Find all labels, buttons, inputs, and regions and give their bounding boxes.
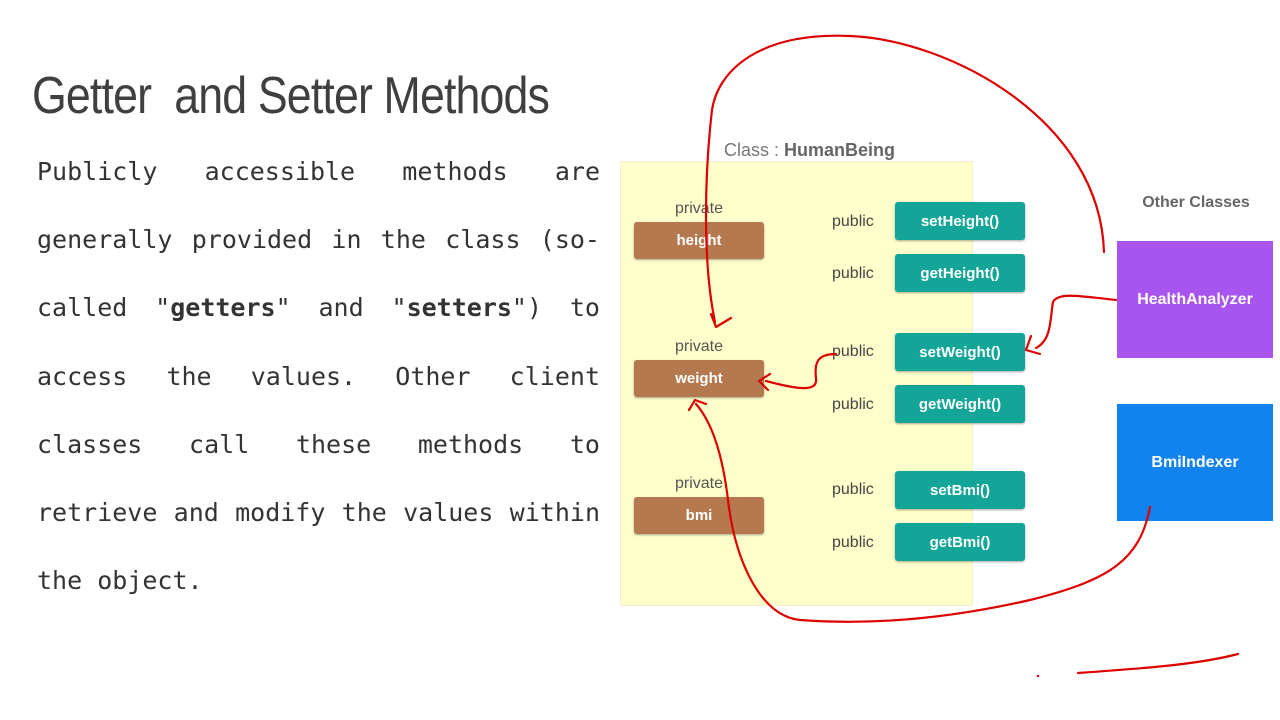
annotation-scribble-line xyxy=(1076,652,1240,675)
body-text-part-4: Other client classes call these methods … xyxy=(37,361,600,596)
method-setheight: setHeight() xyxy=(895,202,1025,240)
field-modifier-height: private xyxy=(674,200,724,217)
field-modifier-bmi: private xyxy=(674,475,724,492)
field-modifier-weight: private xyxy=(674,338,724,355)
class-name: HumanBeing xyxy=(784,140,896,160)
slide-title: Getter and Setter Methods xyxy=(32,67,550,125)
method-modifier-getbmi: public xyxy=(832,534,874,551)
method-getheight: getHeight() xyxy=(895,254,1025,292)
field-height: height xyxy=(634,222,764,259)
class-bmiindexer: BmiIndexer xyxy=(1117,404,1273,521)
getters-keyword: getters xyxy=(170,293,276,323)
other-classes-caption: Other Classes xyxy=(1142,194,1250,211)
class-caption-prefix: Class : xyxy=(724,140,785,160)
annotation-healthanalyzer-arrow xyxy=(1034,294,1118,350)
field-bmi: bmi xyxy=(634,497,764,534)
body-text-part-1: Publicly accessible methods are generall… xyxy=(37,157,600,323)
class-caption: Class : HumanBeing xyxy=(724,140,895,161)
method-modifier-getweight: public xyxy=(832,396,874,413)
annotation-dot xyxy=(1036,674,1040,678)
body-text: Publicly accessible methods are generall… xyxy=(37,138,600,615)
method-modifier-setheight: public xyxy=(832,213,874,230)
class-healthanalyzer: HealthAnalyzer xyxy=(1117,241,1273,358)
method-setbmi: setBmi() xyxy=(895,471,1025,509)
method-getbmi: getBmi() xyxy=(895,523,1025,561)
method-getweight: getWeight() xyxy=(895,385,1025,423)
field-weight: weight xyxy=(634,360,764,397)
method-modifier-setweight: public xyxy=(832,343,874,360)
setters-keyword: setters xyxy=(406,293,512,323)
body-text-part-2: " and " xyxy=(275,293,407,323)
method-setweight: setWeight() xyxy=(895,333,1025,371)
body-text-part-3: ") to access the values. xyxy=(37,293,600,391)
method-modifier-getheight: public xyxy=(832,265,874,282)
method-modifier-setbmi: public xyxy=(832,481,874,498)
annotation-arrowhead-setweight xyxy=(1024,334,1042,356)
